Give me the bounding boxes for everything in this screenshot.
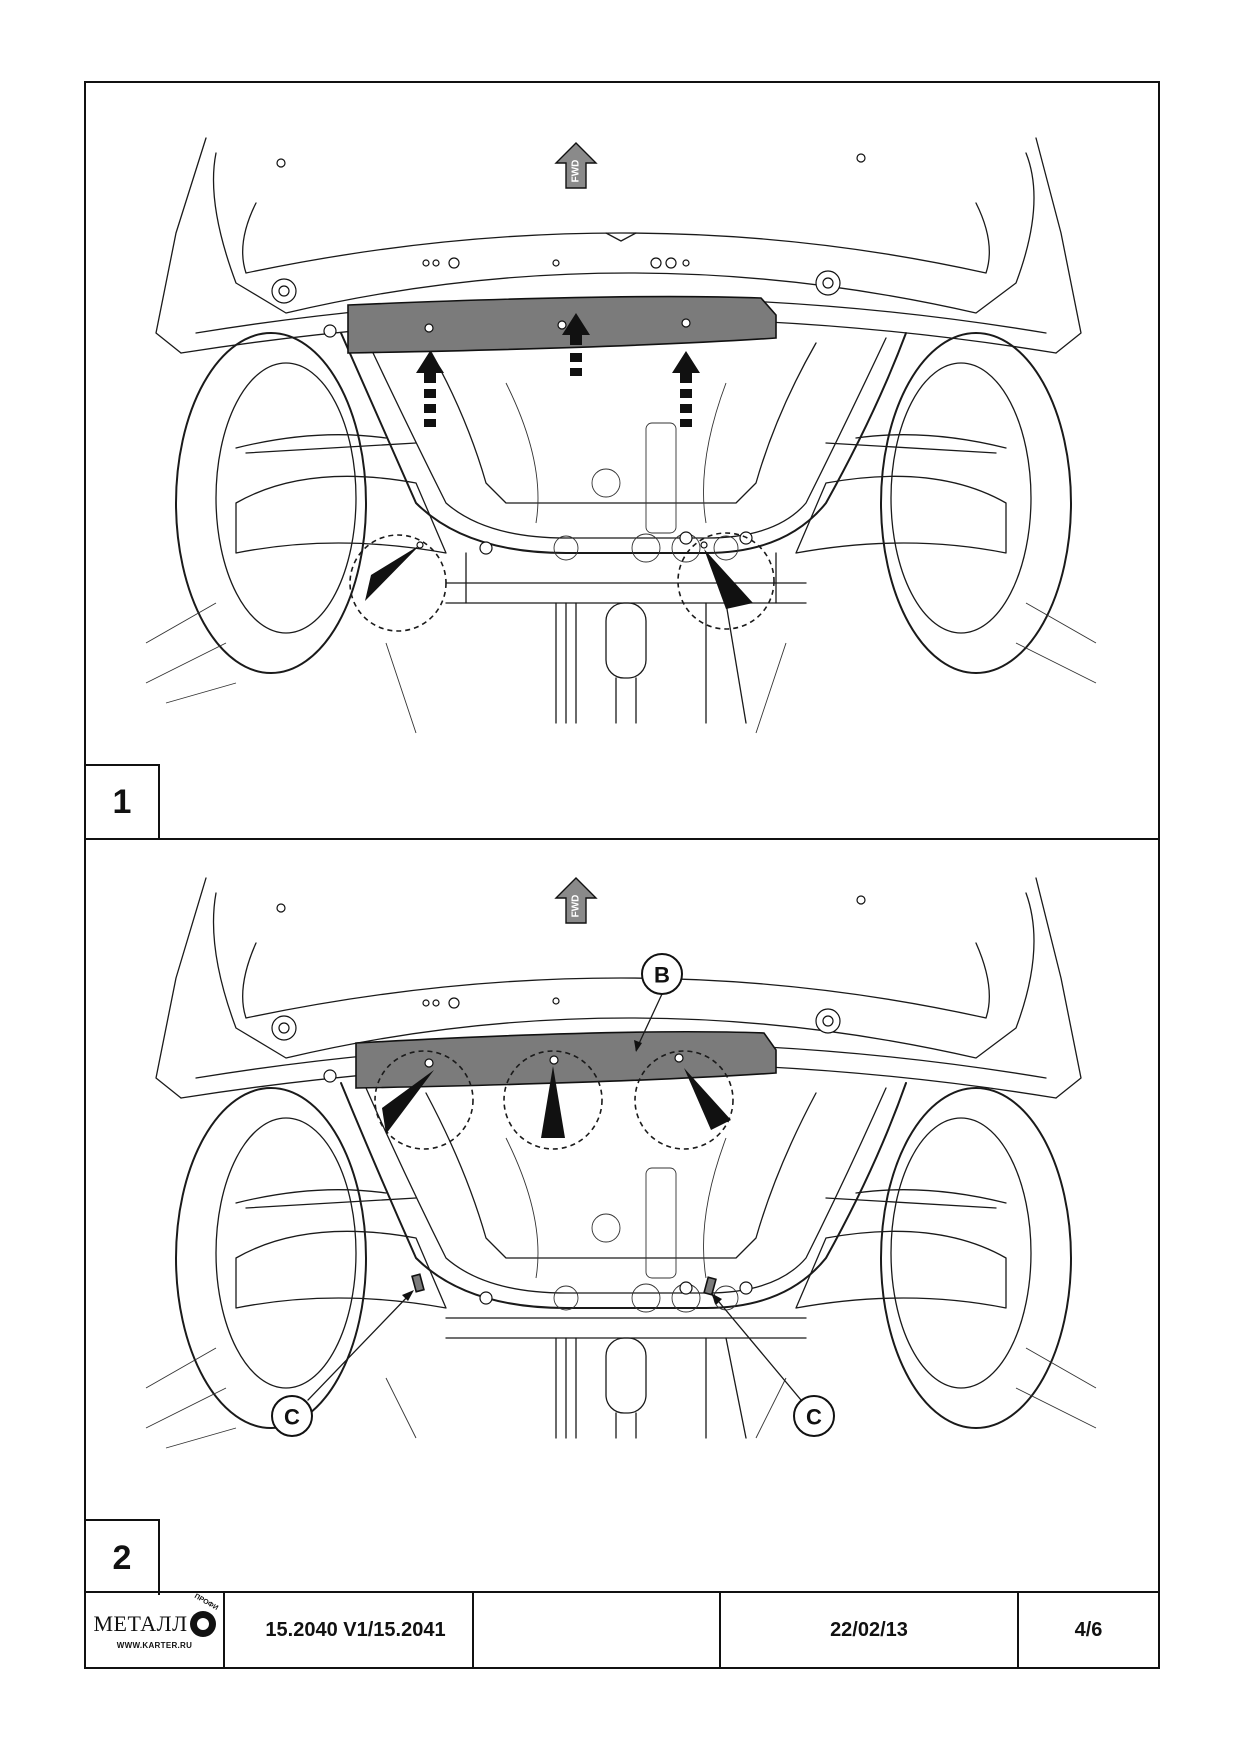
logo-tagline: ПРОФИ [192, 1592, 220, 1613]
callout-b: B [641, 953, 683, 995]
bolt-location-circles [349, 532, 775, 632]
fwd-label: FWD [571, 160, 582, 183]
step-number: 1 [86, 764, 160, 838]
skid-plate [347, 295, 777, 354]
blank-field [474, 1593, 721, 1667]
step-1-panel: FWD [86, 83, 1158, 840]
logo-text: МЕТАЛЛ [93, 1610, 188, 1636]
callout-c-left: C [271, 1395, 313, 1437]
logo-mark-icon [189, 1610, 216, 1637]
step-1-drawing: FWD [145, 137, 1097, 734]
fwd-direction-icon: FWD [554, 142, 598, 189]
callout-leaders [307, 993, 802, 1401]
logo-website: WWW.KARTER.RU [116, 1640, 193, 1650]
callout-c-right-label: C [806, 1405, 822, 1430]
step-2-panel: FWD [86, 838, 1158, 1595]
company-logo: МЕТАЛЛ ПРОФИ WWW.KARTER.RU [86, 1593, 225, 1667]
drawing-sheet: FWD [84, 81, 1160, 1669]
title-block: МЕТАЛЛ ПРОФИ WWW.KARTER.RU 15.2040 V1/15… [86, 1591, 1158, 1667]
step-number: 2 [86, 1519, 160, 1595]
date-field: 22/02/13 [721, 1593, 1019, 1667]
bolt-location-circles [374, 1050, 734, 1150]
callout-b-label: B [654, 963, 670, 988]
car-underbody-outline [145, 877, 1097, 1449]
fwd-label: FWD [571, 895, 582, 918]
fwd-direction-icon: FWD [554, 877, 598, 924]
callout-c-right: C [793, 1395, 835, 1437]
page-number: 4/6 [1074, 1618, 1103, 1641]
part-number: 15.2040 V1/15.2041 [225, 1593, 474, 1667]
car-underbody-outline [145, 137, 1097, 734]
skid-plate [355, 1030, 777, 1089]
step-2-drawing: FWD [145, 877, 1097, 1449]
install-direction-arrows [416, 313, 700, 427]
callout-c-left-label: C [284, 1405, 300, 1430]
